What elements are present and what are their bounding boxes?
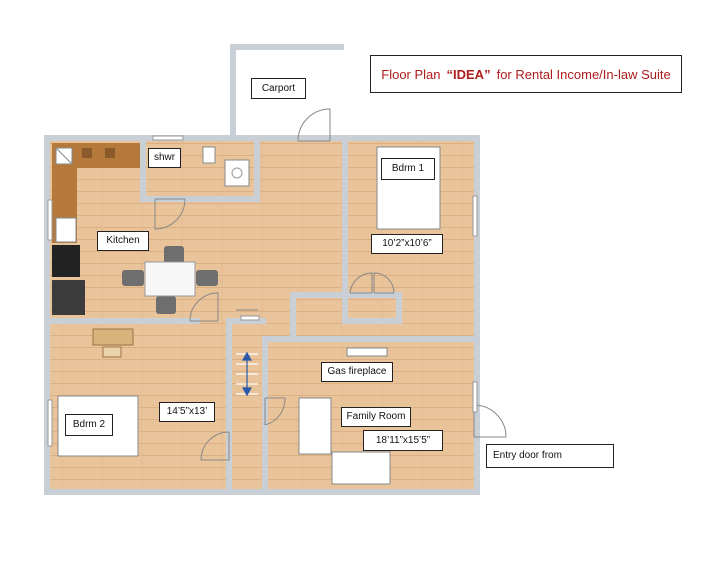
bathroom-fixtures (202, 146, 250, 187)
family-room-furniture (298, 347, 391, 485)
windows (47, 135, 478, 447)
label-kitchen: Kitchen (97, 231, 149, 251)
plan-title: Floor Plan “IDEA” for Rental Income/In-l… (370, 55, 682, 93)
label-bedroom-1-size: 10’2”x10’6” (371, 234, 443, 254)
label-bedroom-2: Bdrm 2 (65, 414, 113, 436)
label-bedroom-2-size: 14’5”x13’ (159, 402, 215, 422)
desk-bdrm2 (92, 328, 134, 358)
title-suffix: for Rental Income/In-law Suite (496, 66, 671, 82)
label-entry-door: Entry door from (486, 444, 614, 468)
title-prefix: Floor Plan (381, 66, 441, 82)
label-shower: shwr (148, 148, 181, 168)
label-family-room-size: 18’11”x15’5” (363, 430, 443, 451)
stair-arrow (241, 351, 253, 397)
kitchen-cabinets (52, 143, 140, 315)
exterior-wall (44, 135, 480, 495)
carport-outline (230, 44, 344, 142)
title-highlight: “IDEA” (446, 66, 491, 82)
label-bedroom-1: Bdrm 1 (381, 158, 435, 180)
label-carport: Carport (251, 78, 306, 99)
doors (154, 108, 507, 461)
dining-table (122, 246, 218, 314)
label-gas-fireplace: Gas fireplace (321, 362, 393, 382)
label-family-room: Family Room (341, 407, 411, 427)
